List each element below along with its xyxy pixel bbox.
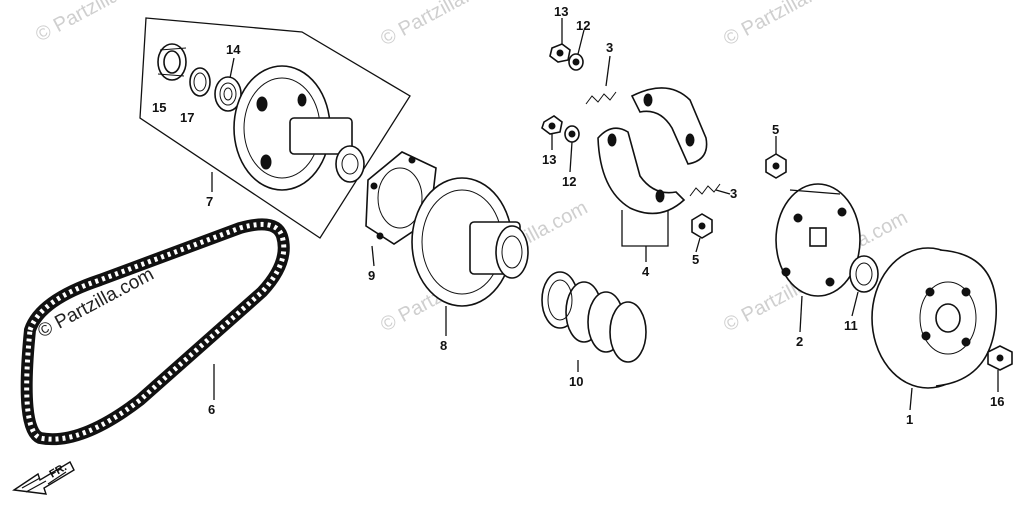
part-4-clutch-shoes — [597, 87, 708, 215]
callout-3-lower: 3 — [730, 186, 737, 201]
part-12-washer-upper — [568, 53, 584, 71]
callout-5-lower: 5 — [692, 252, 699, 267]
front-indicator: FR. — [12, 461, 75, 495]
part-13-nut-upper — [549, 43, 571, 63]
callout-13-lower: 13 — [542, 152, 556, 167]
part-13-nut-lower — [541, 115, 563, 135]
part-1-clutch-outer — [871, 247, 997, 389]
part-8-movable-driven-face — [411, 177, 529, 307]
callout-11: 11 — [844, 318, 858, 333]
callout-15: 15 — [152, 100, 166, 115]
subassembly-outline — [139, 17, 411, 239]
part-11-lock-nut — [849, 255, 879, 293]
part-12-washer-lower — [564, 125, 580, 143]
front-arrow-icon — [12, 461, 75, 495]
watermark: © Partzilla.com — [32, 0, 161, 46]
part-2-drive-plate — [775, 183, 861, 297]
callout-9: 9 — [368, 268, 375, 283]
callout-16: 16 — [990, 394, 1004, 409]
leader-lines — [211, 18, 999, 411]
watermark: © Partzilla.com — [720, 0, 849, 50]
part-15-needle-bearing — [157, 43, 187, 81]
callout-13-upper: 13 — [554, 4, 568, 19]
callout-10: 10 — [569, 374, 583, 389]
part-3-shoe-spring-upper — [585, 91, 617, 105]
callout-3-upper: 3 — [606, 40, 613, 55]
callout-6: 6 — [208, 402, 215, 417]
callout-5-upper: 5 — [772, 122, 779, 137]
part-14-ball-bearing — [214, 76, 242, 112]
callout-12-lower: 12 — [562, 174, 576, 189]
callout-1: 1 — [906, 412, 913, 427]
part-3-shoe-spring-lower — [689, 183, 721, 197]
part-5-nut-upper — [765, 153, 787, 179]
part-16-nut — [987, 345, 1013, 371]
callout-8: 8 — [440, 338, 447, 353]
part-17-circlip — [189, 67, 211, 97]
callout-7: 7 — [206, 194, 213, 209]
callout-17: 17 — [180, 110, 194, 125]
callouts: 1 2 3 3 4 5 5 6 7 8 9 10 11 12 12 13 13 … — [152, 4, 1004, 427]
part-10-driven-spring — [541, 271, 647, 363]
watermark: © Partzilla.com — [377, 0, 506, 50]
callout-2: 2 — [796, 334, 803, 349]
part-7-driven-face — [233, 65, 365, 191]
callout-12-upper: 12 — [576, 18, 590, 33]
callout-14: 14 — [226, 42, 241, 57]
part-5-nut-lower — [691, 213, 713, 239]
part-6-drive-belt — [20, 218, 290, 446]
callout-4: 4 — [642, 264, 650, 279]
